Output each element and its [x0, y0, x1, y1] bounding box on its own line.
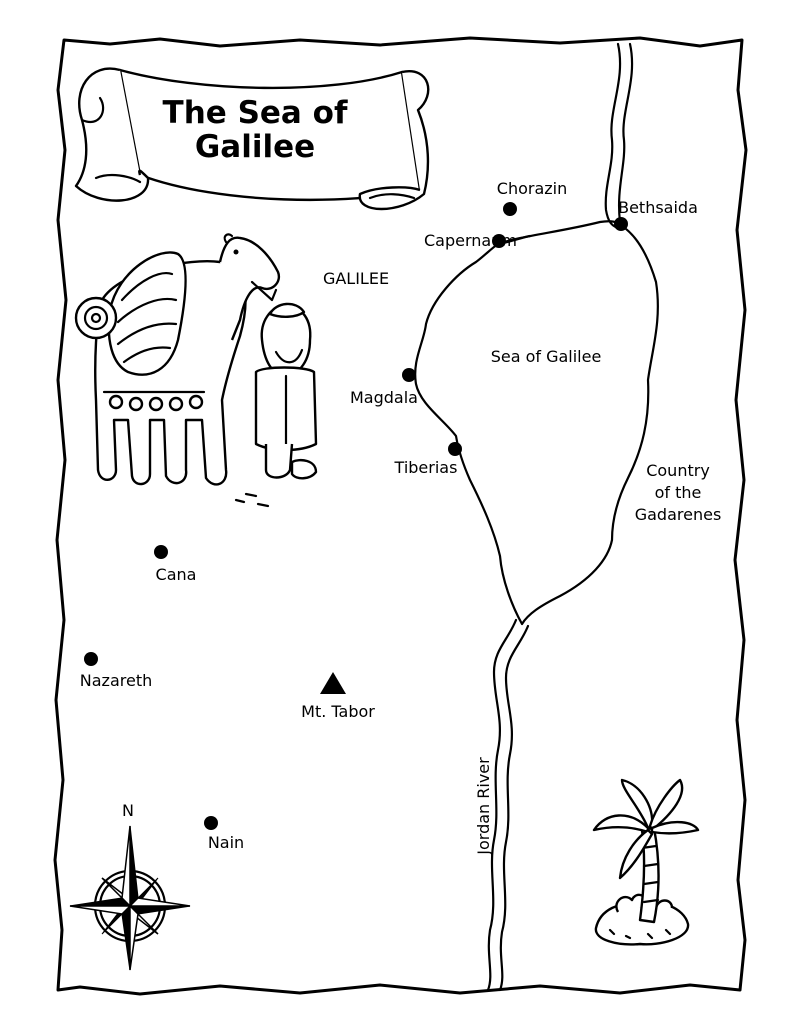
east-region-line-2: of the — [655, 483, 702, 502]
east-region-line-3: Gadarenes — [635, 505, 722, 524]
jordan-river-south-right-bank — [498, 624, 530, 992]
place-capernaum: Capernaum — [424, 231, 517, 250]
mountain-marker — [320, 672, 346, 694]
title-scroll: The Sea of Galilee — [74, 67, 430, 211]
palm-tree-illustration — [592, 778, 700, 946]
place-label: Chorazin — [497, 179, 567, 198]
place-chorazin: Chorazin — [497, 179, 567, 216]
river-label: Jordan River — [474, 757, 493, 856]
place-label: Nazareth — [80, 671, 152, 690]
place-label: Cana — [156, 565, 197, 584]
compass-rose: N — [69, 801, 191, 971]
jordan-river-north-right-bank — [617, 42, 634, 224]
place-label: Magdala — [350, 388, 418, 407]
place-tiberias: Tiberias — [394, 442, 462, 477]
title-line-2: Galilee — [195, 129, 315, 165]
town-marker — [204, 816, 218, 830]
place-label: Mt. Tabor — [301, 702, 375, 721]
place-nain: Nain — [204, 816, 244, 852]
parchment-border — [53, 36, 748, 996]
sea-of-galilee-shore — [414, 220, 659, 626]
town-marker — [614, 217, 628, 231]
east-region-line-1: Country — [646, 461, 710, 480]
place-label: Nain — [208, 833, 244, 852]
compass-north-label: N — [122, 801, 134, 820]
town-marker — [84, 652, 98, 666]
jordan-river-south-left-bank — [486, 618, 518, 992]
town-marker — [448, 442, 462, 456]
place-magdala: Magdala — [350, 368, 418, 407]
region-label-galilee: GALILEE — [323, 269, 389, 288]
town-marker — [503, 202, 517, 216]
town-marker — [154, 545, 168, 559]
place-label: Capernaum — [424, 231, 517, 250]
place-cana: Cana — [154, 545, 196, 584]
place-nazareth: Nazareth — [80, 652, 152, 690]
town-marker — [492, 234, 506, 248]
place-bethsaida: Bethsaida — [614, 198, 698, 231]
camel-illustration — [74, 233, 318, 508]
place-mt-tabor: Mt. Tabor — [301, 672, 375, 721]
lake-label: Sea of Galilee — [491, 347, 602, 366]
title-line-1: The Sea of — [163, 95, 348, 131]
place-label: Tiberias — [394, 458, 458, 477]
town-marker — [402, 368, 416, 382]
place-label: Bethsaida — [618, 198, 698, 217]
